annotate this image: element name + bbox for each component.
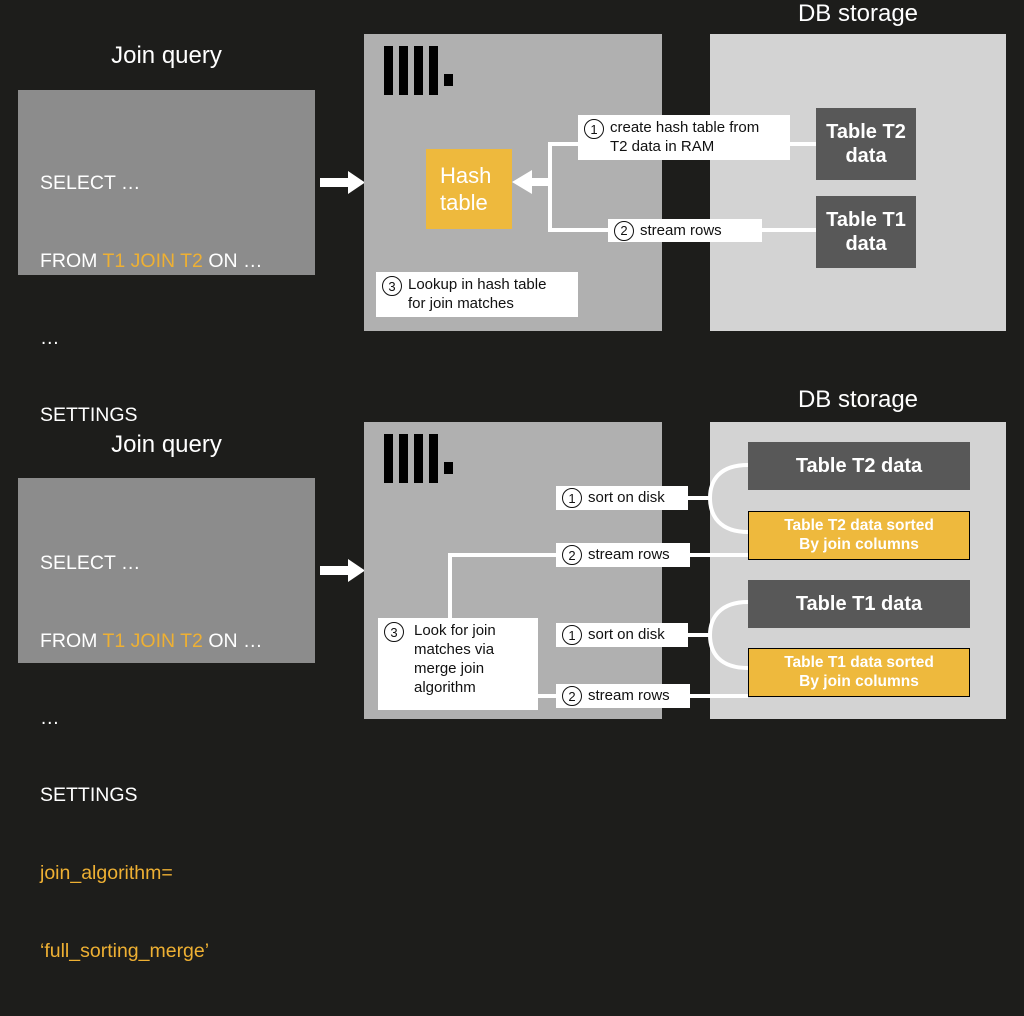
query-line-select: SELECT … <box>40 172 141 194</box>
step-number-badge: 3 <box>382 276 402 296</box>
query-line-settings: SETTINGS <box>40 784 138 806</box>
bottom-callout-stream-t1: 2 stream rows <box>556 684 690 708</box>
bottom-callout-sort-t1: 1 sort on disk <box>556 623 688 647</box>
step-number-badge: 2 <box>614 220 634 241</box>
bottom-query-box: SELECT … FROM T1 JOIN T2 ON … … SETTINGS… <box>18 478 315 962</box>
bottom-query-text: SELECT … FROM T1 JOIN T2 ON … … SETTINGS… <box>40 498 263 1016</box>
top-query-box: SELECT … FROM T1 JOIN T2 ON … … SETTINGS… <box>18 90 315 504</box>
top-callout-step3-line2: for join matches <box>408 295 514 312</box>
bottom-callout-step3-line3: merge join <box>414 660 485 677</box>
bottom-table-t2-sorted-line1: Table T2 data sorted <box>784 516 934 534</box>
query-line-settings: SETTINGS <box>40 404 138 426</box>
bottom-storage-panel: Table T2 data Table T2 data sorted By jo… <box>710 422 1006 719</box>
top-callout-step2-text: stream rows <box>640 221 722 239</box>
top-table-t2-line2: data <box>845 145 887 167</box>
query-line-select: SELECT … <box>40 552 141 574</box>
bottom-callout-step3-line2: matches via <box>414 641 495 658</box>
bottom-callout-stream-t2: 2 stream rows <box>556 543 690 567</box>
top-table-t1-line2: data <box>845 233 887 255</box>
bottom-callout-sort-t2-text: sort on disk <box>588 489 665 506</box>
bottom-table-t2-box: Table T2 data <box>748 442 970 490</box>
step-number-badge: 3 <box>384 622 404 642</box>
query-line-join-algorithm-value: ‘full_sorting_merge’ <box>40 940 210 962</box>
hash-table-line2: table <box>440 190 488 215</box>
step-number-badge: 1 <box>562 488 582 508</box>
top-db-storage-title: DB storage <box>797 0 919 27</box>
top-table-t2-line1: Table T2 <box>826 120 906 143</box>
bottom-table-t2-sorted-line2: By join columns <box>799 535 919 553</box>
top-callout-step3-line1: Lookup in hash table <box>408 276 547 293</box>
step-number-badge: 1 <box>584 119 604 139</box>
from-on: ON … <box>202 250 263 272</box>
top-callout-step1-line1: create hash table from <box>610 119 760 136</box>
query-line-join-algorithm: join_algorithm= <box>40 862 173 884</box>
bottom-callout-sort-t1-text: sort on disk <box>588 626 665 643</box>
top-storage-panel: Table T2 data Table T1 data <box>710 34 1006 331</box>
bottom-table-t1-label: Table T1 data <box>795 592 923 615</box>
bottom-table-t1-box: Table T1 data <box>748 580 970 628</box>
bottom-callout-sort-t2: 1 sort on disk <box>556 486 688 510</box>
bottom-join-query-title: Join query <box>111 431 222 458</box>
query-line-ellipsis: … <box>40 707 60 729</box>
from-kw: FROM <box>40 630 103 652</box>
bottom-table-t1-sorted-box: Table T1 data sorted By join columns <box>748 648 970 697</box>
bottom-callout-stream-t2-text: stream rows <box>588 546 670 563</box>
bottom-table-t2-label: Table T2 data <box>795 454 923 477</box>
hash-table-line1: Hash <box>440 163 492 188</box>
diagram-canvas: Join query DB storage SELECT … FROM T1 J… <box>18 0 1006 962</box>
top-table-t2-box: Table T2 data <box>816 108 916 180</box>
top-join-query-title: Join query <box>111 42 222 69</box>
bottom-callout-stream-t1-text: stream rows <box>588 687 670 704</box>
arrow-right-icon <box>320 559 365 582</box>
clickhouse-logo-icon <box>384 46 459 98</box>
top-callout-step1: 1 create hash table from T2 data in RAM <box>578 115 790 160</box>
from-kw: FROM <box>40 250 103 272</box>
query-line-from: FROM T1 JOIN T2 ON … <box>40 248 263 274</box>
step-number-badge: 2 <box>562 545 582 565</box>
from-on: ON … <box>202 630 263 652</box>
bottom-table-t2-sorted-box: Table T2 data sorted By join columns <box>748 511 970 560</box>
step-number-badge: 1 <box>562 625 582 645</box>
query-line-from: FROM T1 JOIN T2 ON … <box>40 628 263 654</box>
arrow-right-icon <box>320 171 365 194</box>
clickhouse-logo-icon <box>384 434 459 486</box>
bottom-callout-step3-line4: algorithm <box>414 679 476 696</box>
top-table-t1-box: Table T1 data <box>816 196 916 268</box>
top-callout-step2: 2 stream rows <box>608 219 762 242</box>
step-number-badge: 2 <box>562 686 582 706</box>
from-tables: T1 JOIN T2 <box>102 250 203 272</box>
from-tables: T1 JOIN T2 <box>102 630 203 652</box>
bottom-db-storage-title: DB storage <box>797 386 919 413</box>
top-callout-step1-line2: T2 data in RAM <box>610 138 715 155</box>
bottom-table-t1-sorted-line2: By join columns <box>799 672 919 690</box>
hash-table-box: Hash table <box>426 149 512 229</box>
bottom-callout-step3-line1: Look for join <box>414 622 496 639</box>
query-line-ellipsis: … <box>40 327 60 349</box>
bottom-table-t1-sorted-line1: Table T1 data sorted <box>784 653 934 671</box>
top-table-t1-line1: Table T1 <box>826 208 906 231</box>
bottom-callout-step3: 3 Look for join matches via merge join a… <box>378 618 538 710</box>
top-callout-step3: 3 Lookup in hash table for join matches <box>376 272 578 317</box>
